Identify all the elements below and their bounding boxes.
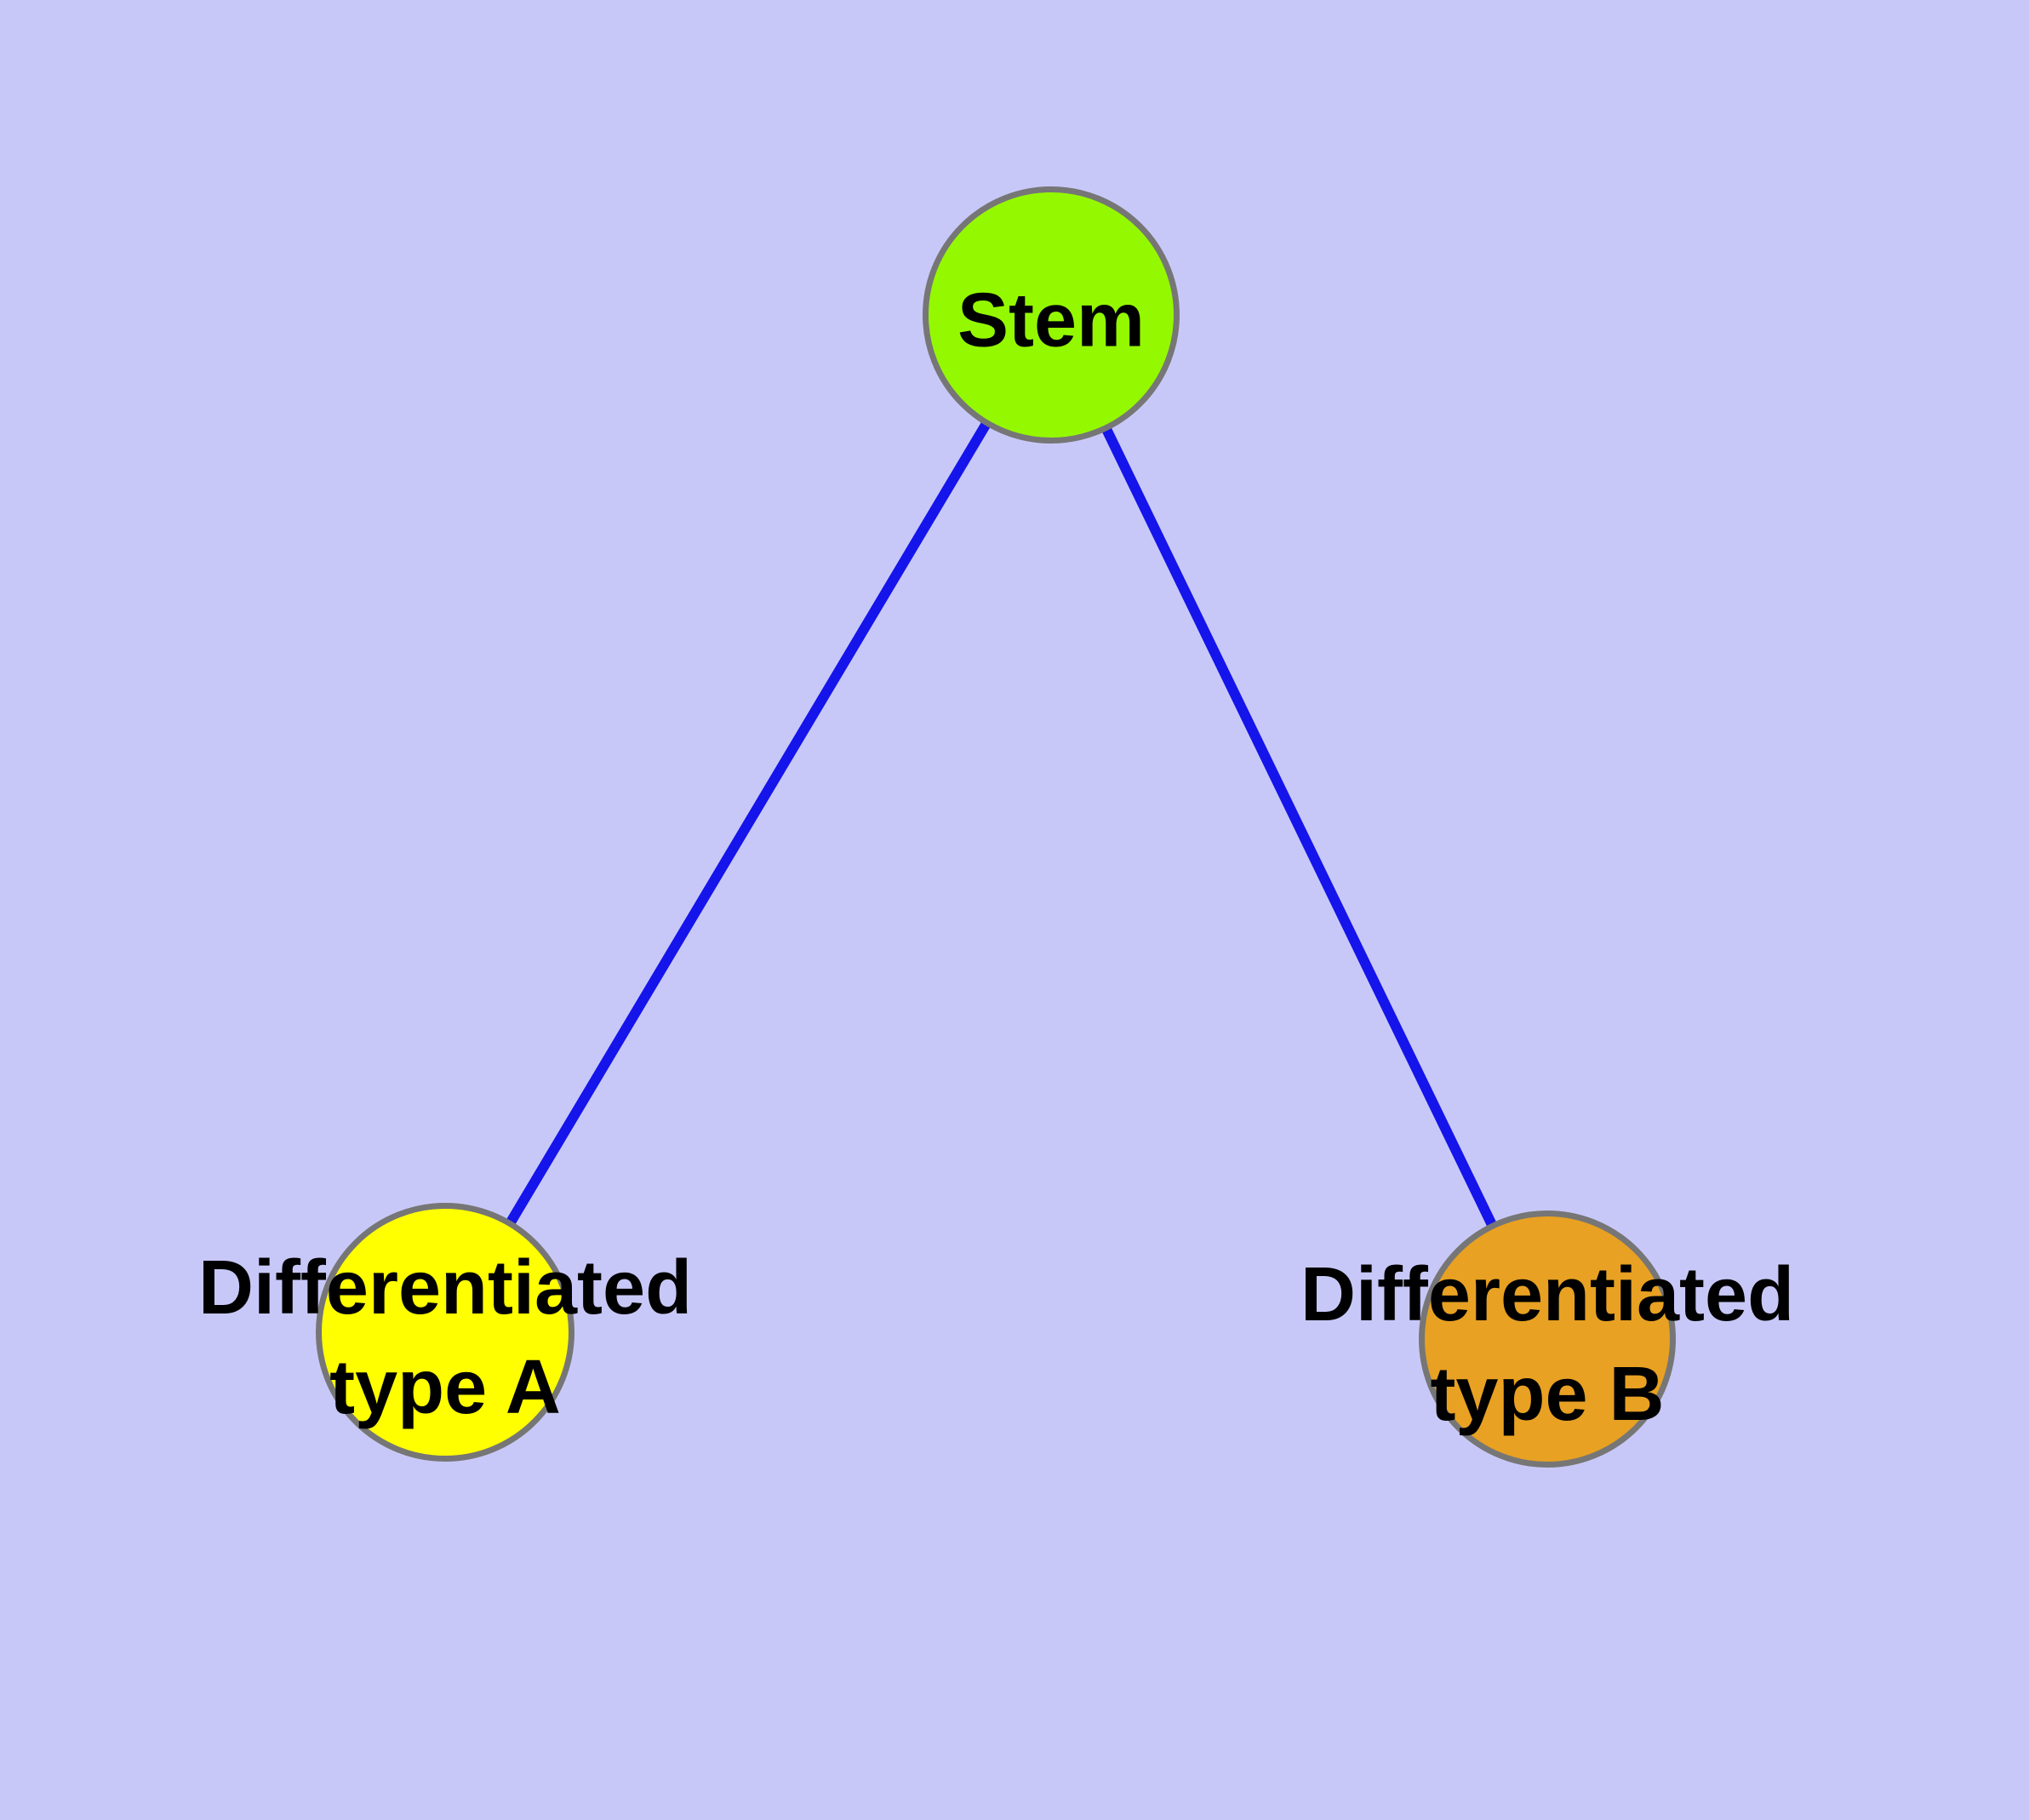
node-differentiated-type-b: Differentiated type B: [1300, 1210, 1794, 1468]
node-differentiated-type-a-label: Differentiated type A: [198, 1239, 692, 1438]
node-differentiated-type-a-label-line-2: type A: [329, 1345, 561, 1430]
node-differentiated-type-b-label-line-1: Differentiated: [1300, 1252, 1795, 1337]
node-stem: Stem: [923, 186, 1180, 444]
edge-stem-to-type-a: [440, 312, 1056, 1336]
node-differentiated-type-a-label-line-1: Differentiated: [197, 1245, 693, 1331]
node-differentiated-type-b-label-line-2: type B: [1430, 1352, 1665, 1437]
node-stem-label: Stem: [957, 272, 1145, 371]
node-differentiated-type-b-label: Differentiated type B: [1300, 1245, 1794, 1445]
node-differentiated-type-a: Differentiated type A: [198, 1203, 692, 1462]
node-stem-label-line-1: Stem: [957, 278, 1146, 363]
edge-stem-to-type-b: [1046, 312, 1552, 1342]
